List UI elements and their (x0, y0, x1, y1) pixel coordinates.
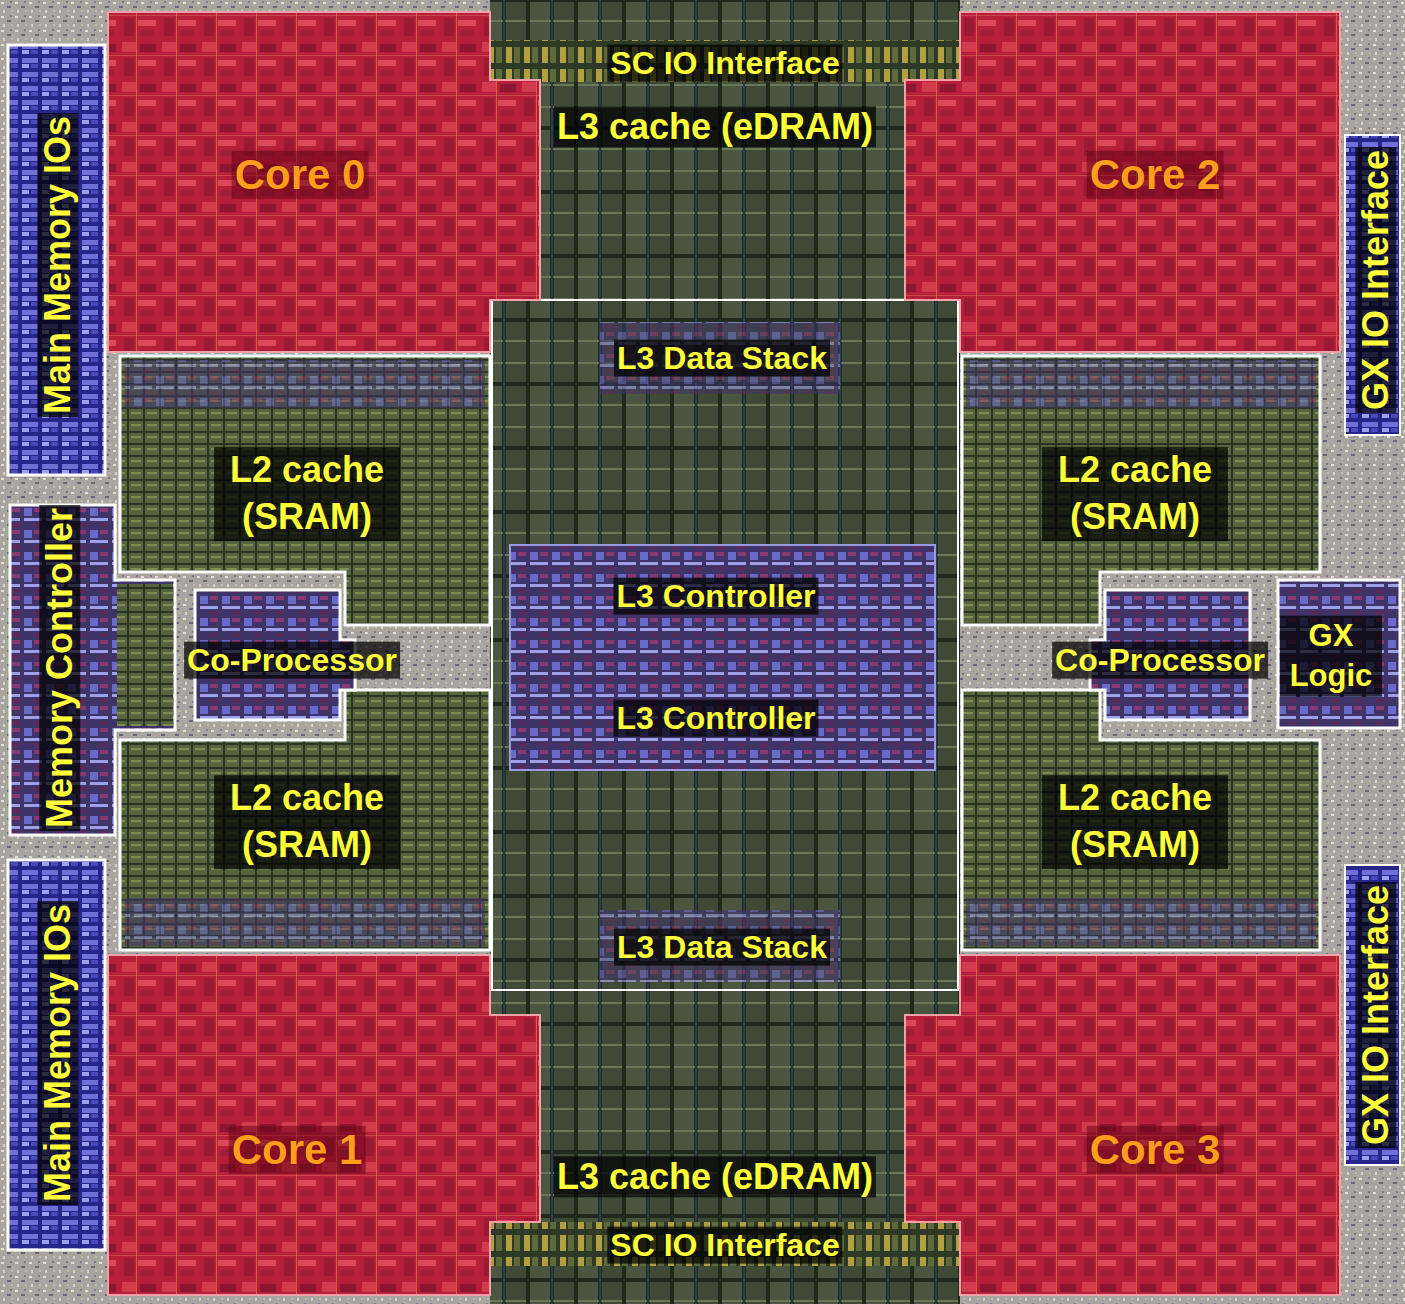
region-label: SC IO Interface (607, 45, 842, 82)
region-label: Co-Processor (184, 642, 400, 679)
region-label: SC IO Interface (607, 1227, 842, 1264)
die-region: SC IO Interface (540, 42, 910, 86)
die-region: GX IO Interface (1345, 865, 1400, 1165)
region-label: L3 cache (eDRAM) (554, 106, 876, 147)
die-region: L3 cache (eDRAM) (540, 1148, 900, 1204)
die-region: Core 1 (108, 955, 540, 1295)
l3-controller-area (510, 545, 935, 770)
region-label: L3 Data Stack (614, 340, 830, 377)
region-label: L2 cache (SRAM) (1042, 447, 1228, 541)
memory-io-area (8, 45, 105, 475)
die-region: Core 0 (108, 12, 540, 352)
region-label: GX IO Interface (1355, 882, 1396, 1148)
region-label: L3 Controller (613, 578, 818, 615)
region-label: GX Logic (1280, 616, 1382, 697)
sc-io-strip (490, 40, 960, 82)
die-region: Co-Processor (175, 625, 410, 695)
die-region: Core 3 (910, 955, 1340, 1295)
core-label: Core 1 (229, 1126, 366, 1174)
die-region: L3 Data Stack (605, 918, 840, 978)
l2-edge-band (966, 898, 1316, 946)
core-label: Core 2 (1087, 151, 1224, 199)
die-region: Core 2 (910, 12, 1340, 352)
core-label: Core 0 (232, 151, 369, 199)
gx-logic-area (1278, 580, 1400, 728)
die-region: L2 cache (SRAM) (125, 740, 485, 945)
die-region: L2 cache (SRAM) (125, 360, 485, 565)
region-label: GX IO Interface (1355, 147, 1396, 413)
die-region: L3 cache (eDRAM) (540, 100, 900, 156)
core-area (108, 12, 540, 352)
l3-edram-area (490, 0, 960, 1304)
gx-io-area (1345, 865, 1400, 1165)
sc-io-strip (490, 1222, 960, 1266)
memory-io-area (8, 860, 105, 1250)
region-label: Memory Controller (39, 505, 80, 831)
l2-edge-band (125, 360, 485, 408)
l3-outline (492, 300, 958, 990)
l2-area (962, 690, 1320, 950)
region-label: L3 cache (eDRAM) (554, 1156, 876, 1197)
memory-controller-array (117, 584, 173, 726)
die-region: L3 Data Stack (605, 328, 840, 388)
die-region: Memory Controller (10, 500, 115, 840)
core-area (905, 12, 1340, 352)
die-region: L2 cache (SRAM) (965, 360, 1320, 565)
die-region: GX IO Interface (1345, 135, 1400, 435)
region-label: L2 cache (SRAM) (214, 775, 400, 869)
die-region: Co-Processor (1045, 625, 1280, 695)
die-region: L3 Controller (600, 694, 835, 744)
die-region: Main Memory IOs (8, 860, 105, 1250)
region-label: Co-Processor (1052, 642, 1268, 679)
die-region: GX Logic (1276, 585, 1400, 725)
die-region: L2 cache (SRAM) (965, 740, 1320, 945)
core-label: Core 3 (1087, 1126, 1224, 1174)
region-label: Main Memory IOs (37, 901, 78, 1205)
memory-controller-area (10, 505, 175, 835)
gx-io-area (1345, 135, 1400, 435)
data-stack-area (600, 910, 840, 982)
region-label: L3 Data Stack (614, 929, 830, 966)
data-stack-area (600, 322, 840, 394)
region-label: L2 cache (SRAM) (214, 447, 400, 541)
l2-edge-band (125, 898, 485, 946)
die-region: SC IO Interface (540, 1222, 910, 1266)
core-area (905, 955, 1340, 1295)
l2-area (962, 356, 1320, 625)
core-area (108, 955, 540, 1295)
l2-edge-band (966, 360, 1316, 408)
die-region: L3 Controller (600, 572, 835, 622)
die-region: Main Memory IOs (8, 50, 105, 470)
region-label: Main Memory IOs (37, 113, 78, 417)
region-label: L2 cache (SRAM) (1042, 775, 1228, 869)
region-label: L3 Controller (613, 700, 818, 737)
